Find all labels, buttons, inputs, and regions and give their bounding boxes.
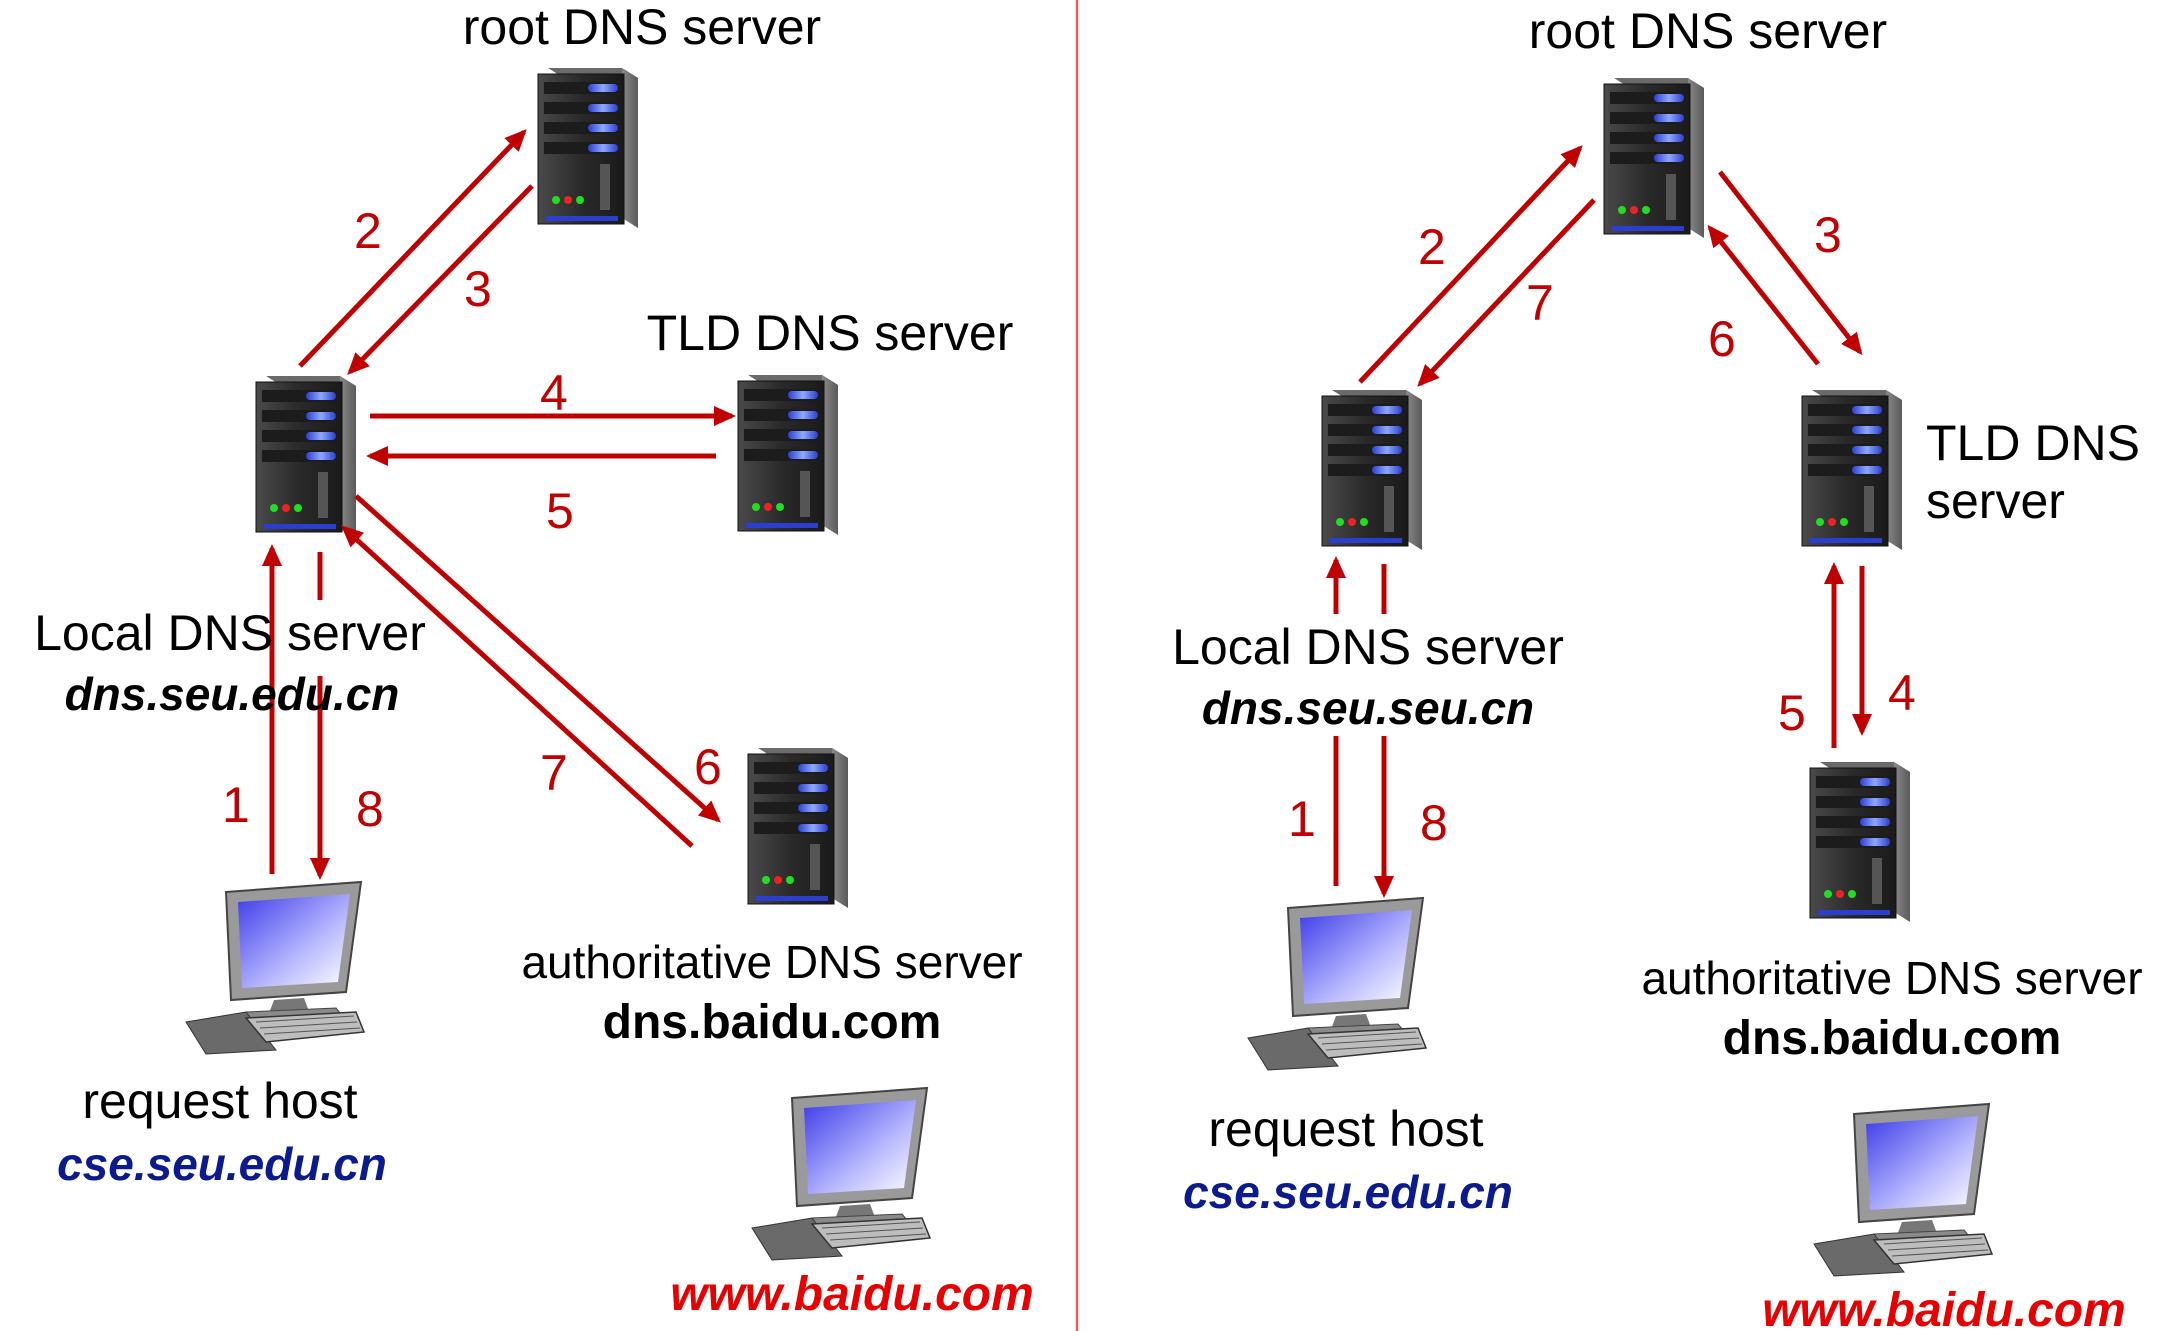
arrow-step-7 xyxy=(341,525,694,848)
server-icon xyxy=(255,375,357,537)
server-icon xyxy=(1603,77,1705,239)
desktop-computer-icon xyxy=(1247,897,1427,1071)
left-panel: 2 3 4 5 6 7 1 8 root DNS server TLD DNS … xyxy=(34,0,1034,1321)
request-host-domain: cse.seu.edu.cn xyxy=(57,1138,387,1190)
step-number: 2 xyxy=(354,203,382,259)
local-server-domain: dns.seu.seu.cn xyxy=(1202,682,1534,734)
arrow-step-6 xyxy=(1707,224,1820,366)
step-number: 8 xyxy=(356,781,384,837)
step-number: 4 xyxy=(540,365,568,421)
desktop-computer-icon xyxy=(751,1087,931,1261)
local-server-domain: dns.seu.edu.cn xyxy=(65,668,400,720)
server-icon xyxy=(1321,389,1423,551)
step-number: 7 xyxy=(540,745,568,801)
arrow-step-3 xyxy=(347,184,534,375)
right-panel: 2 7 3 6 5 4 1 8 root DNS server TLD DNS … xyxy=(1172,3,2142,1331)
step-number: 4 xyxy=(1888,665,1916,721)
server-icon xyxy=(537,67,639,229)
tld-server-label-line1: TLD DNS xyxy=(1926,415,2140,471)
arrow-step-7 xyxy=(1417,198,1596,387)
web-server-domain: www.baidu.com xyxy=(1762,1284,2126,1331)
step-number: 5 xyxy=(1778,685,1806,741)
step-number: 8 xyxy=(1420,795,1448,851)
step-number: 7 xyxy=(1526,275,1554,331)
server-icon xyxy=(747,747,849,909)
arrow-step-6 xyxy=(354,494,721,823)
step-number: 1 xyxy=(222,777,250,833)
step-number: 1 xyxy=(1288,791,1316,847)
step-number: 3 xyxy=(1814,207,1842,263)
arrow-step-2 xyxy=(1358,145,1583,384)
authoritative-server-domain: dns.baidu.com xyxy=(1723,1012,2062,1065)
step-number: 6 xyxy=(694,739,722,795)
step-number: 6 xyxy=(1708,311,1736,367)
authoritative-server-label: authoritative DNS server xyxy=(521,936,1022,988)
server-icon xyxy=(1809,761,1911,923)
local-server-label: Local DNS server xyxy=(1172,619,1564,675)
request-host-label: request host xyxy=(82,1073,357,1129)
local-server-label: Local DNS server xyxy=(34,605,426,661)
step-number: 3 xyxy=(464,261,492,317)
step-number: 5 xyxy=(546,483,574,539)
root-server-label: root DNS server xyxy=(1529,3,1887,59)
step-number: 2 xyxy=(1418,219,1446,275)
root-server-label: root DNS server xyxy=(463,0,821,55)
server-icon xyxy=(1801,389,1903,551)
request-host-domain: cse.seu.edu.cn xyxy=(1183,1166,1513,1218)
arrow-step-3 xyxy=(1718,170,1863,356)
desktop-computer-icon xyxy=(185,881,365,1055)
desktop-computer-icon xyxy=(1813,1103,1993,1277)
tld-server-label: TLD DNS server xyxy=(647,305,1014,361)
tld-server-label-line2: server xyxy=(1926,473,2065,529)
server-icon xyxy=(737,374,839,536)
authoritative-server-domain: dns.baidu.com xyxy=(603,996,942,1049)
request-host-label: request host xyxy=(1208,1101,1483,1157)
arrow-step-2 xyxy=(298,129,527,368)
web-server-domain: www.baidu.com xyxy=(670,1268,1034,1321)
authoritative-server-label: authoritative DNS server xyxy=(1641,952,2142,1004)
